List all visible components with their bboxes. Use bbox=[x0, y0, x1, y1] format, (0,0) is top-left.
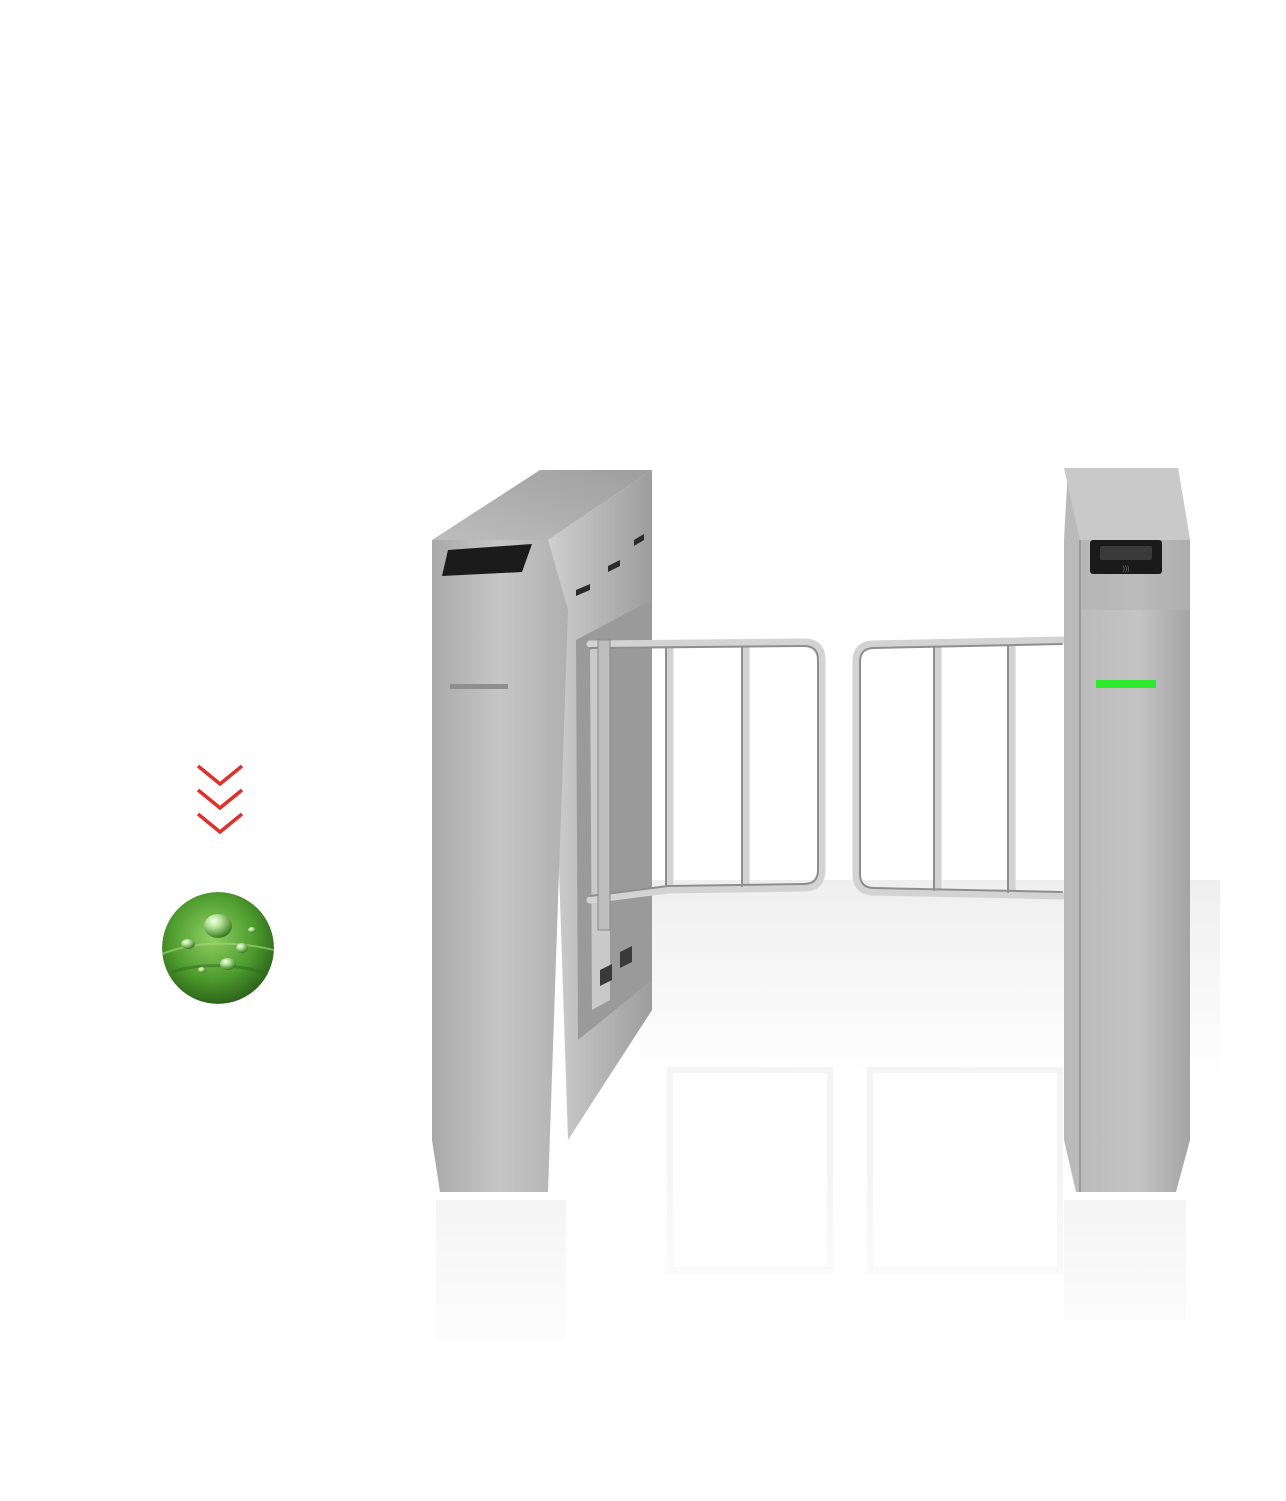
right-swing-gate bbox=[852, 636, 1066, 900]
left-cabinet-top bbox=[432, 470, 652, 540]
svg-text:))): ))) bbox=[1123, 566, 1130, 573]
right-cabinet bbox=[1064, 468, 1190, 1192]
swing-barrier-turnstile-image: ))) bbox=[400, 468, 1220, 1380]
leaf-water-drops-icon bbox=[162, 892, 274, 1004]
cabinet-slot bbox=[450, 684, 508, 689]
triple-chevron-down-icon bbox=[196, 764, 244, 835]
green-status-indicator bbox=[1096, 680, 1156, 688]
gate-pivot-post bbox=[597, 639, 611, 931]
left-cabinet-front bbox=[432, 540, 568, 1192]
card-reader-screen bbox=[442, 544, 532, 576]
left-swing-gate bbox=[586, 638, 826, 904]
